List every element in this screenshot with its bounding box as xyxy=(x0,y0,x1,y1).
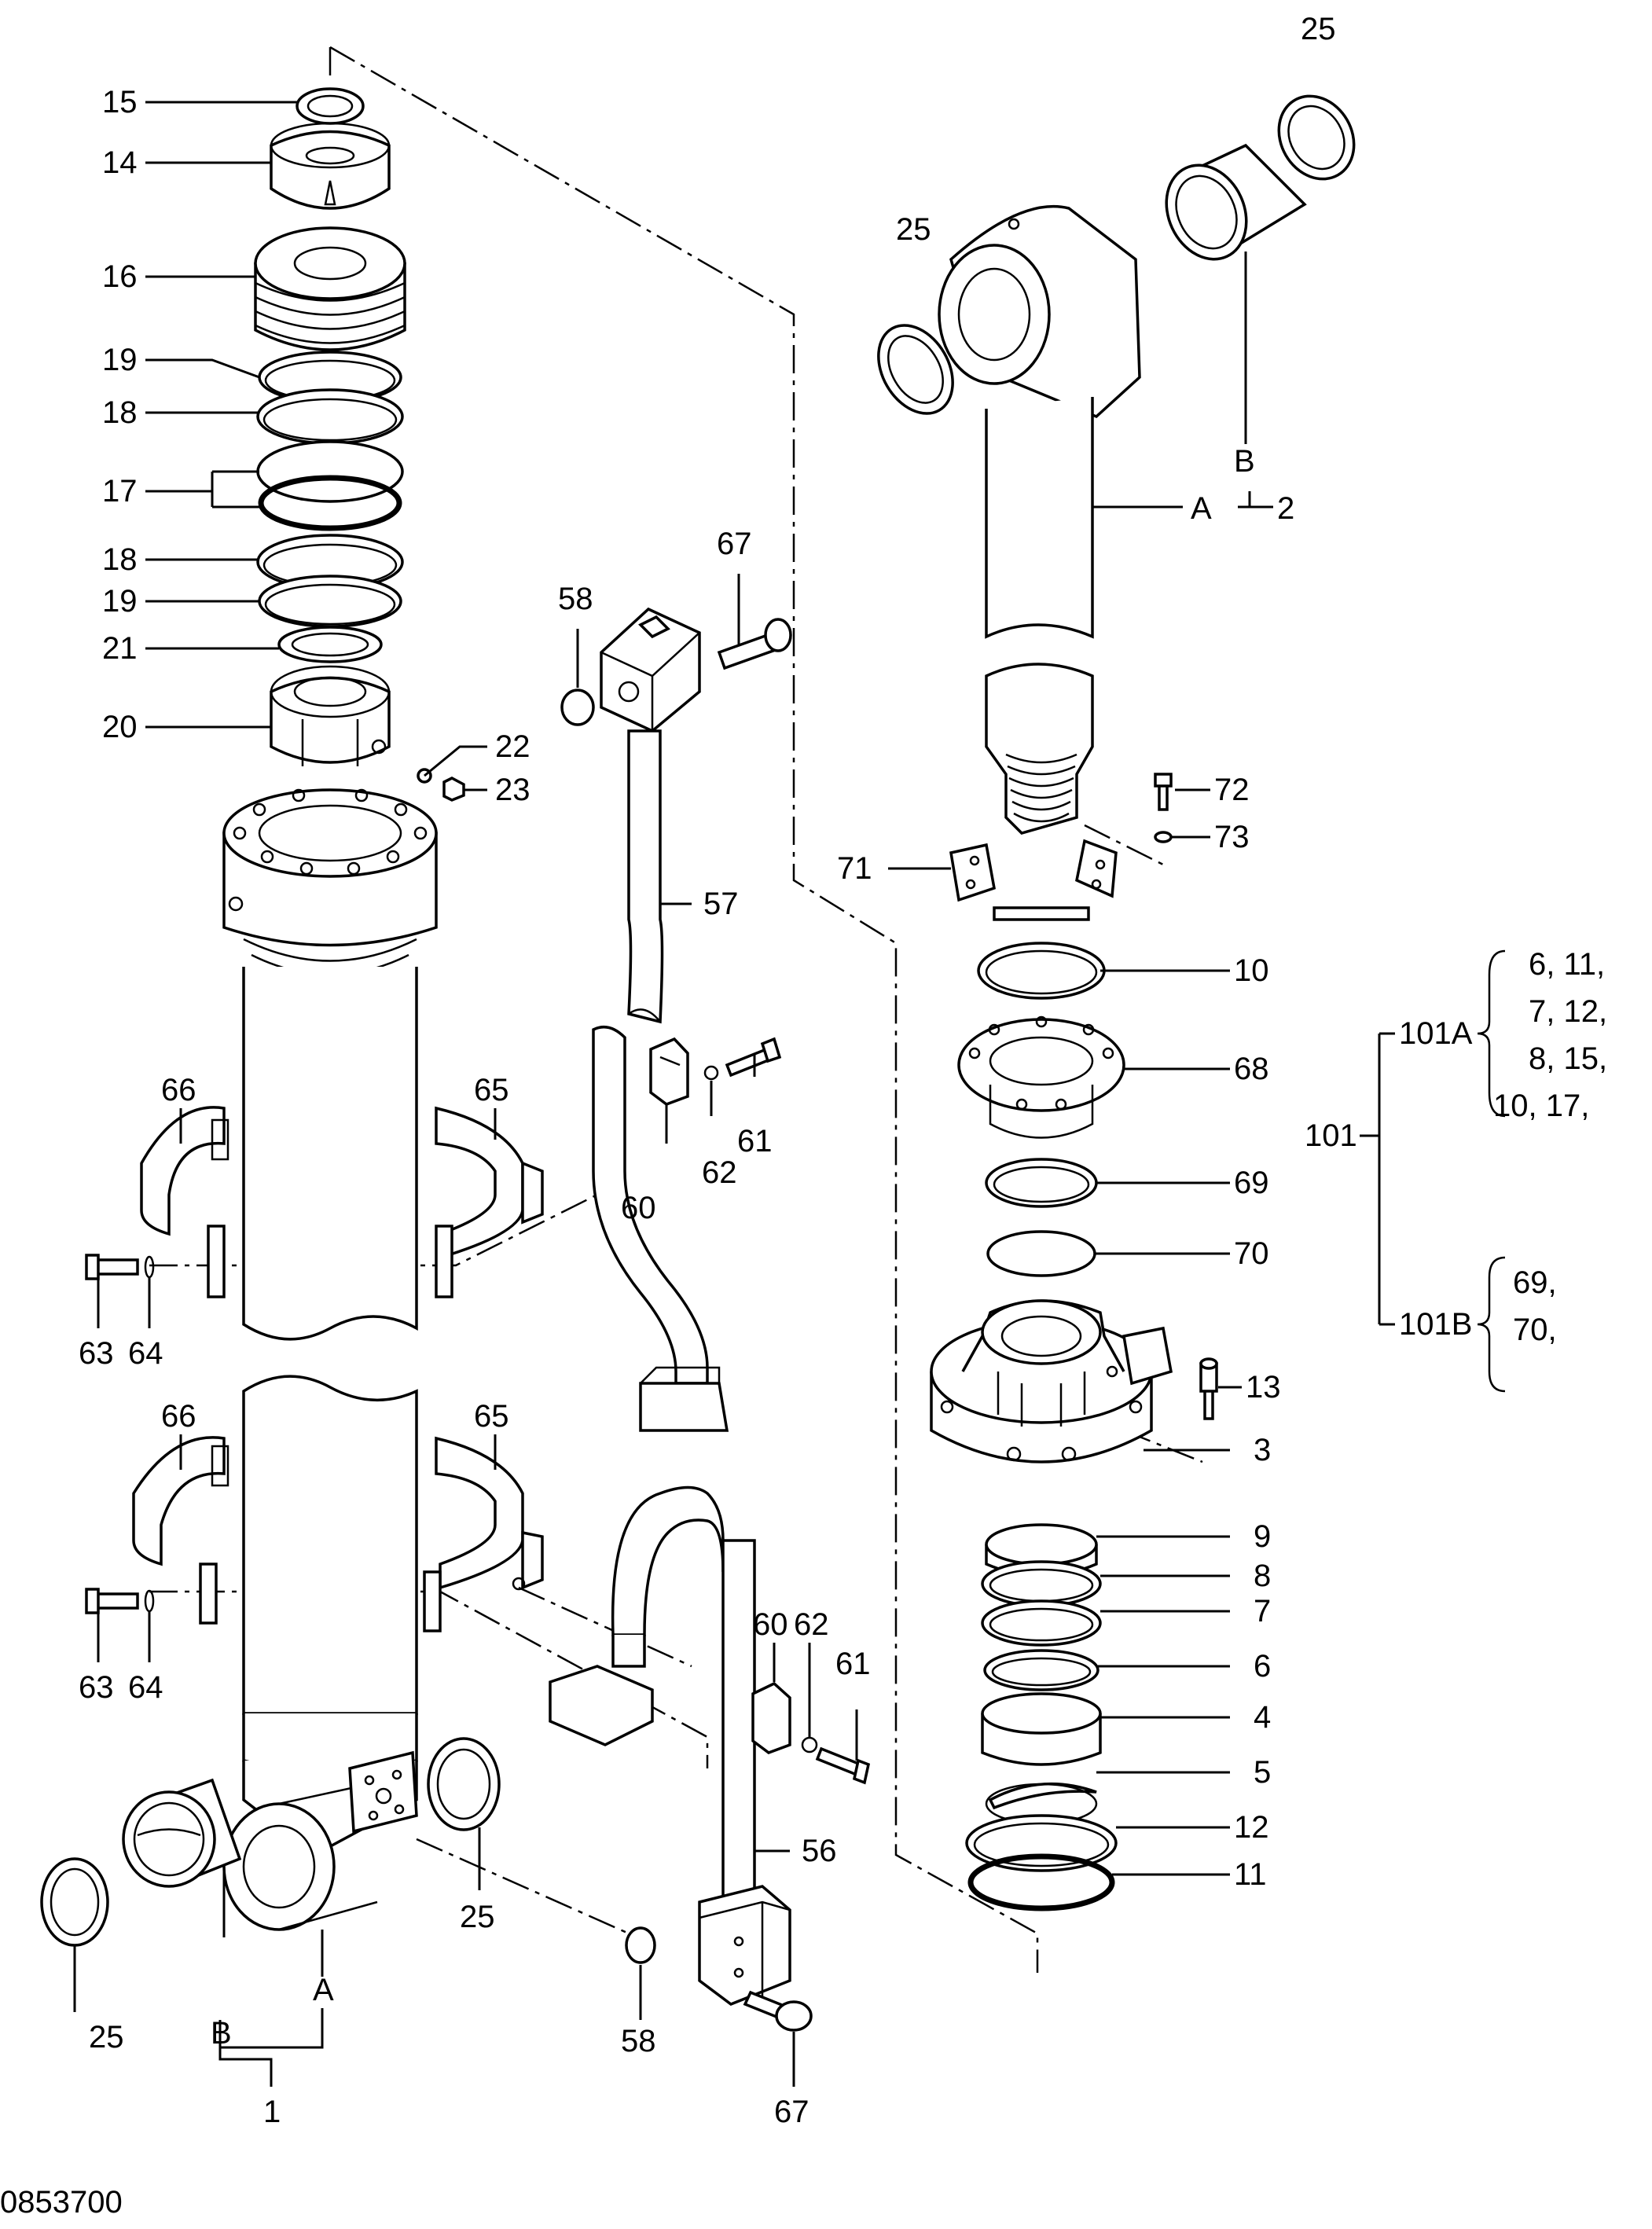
callout-19: 19 xyxy=(102,343,138,377)
callout-23: 23 xyxy=(495,773,530,807)
callout-15: 15 xyxy=(102,85,138,119)
callout-7: 7 xyxy=(1254,1594,1271,1629)
callout-68: 68 xyxy=(1234,1052,1269,1086)
callout-73: 73 xyxy=(1214,820,1250,854)
callout-62: 62 xyxy=(794,1607,829,1642)
callout-62: 62 xyxy=(702,1155,737,1190)
kit-101b-line-1: 69, xyxy=(1513,1265,1557,1300)
callout-63: 63 xyxy=(79,1670,114,1705)
kit-101a-line-4: 10, 17, xyxy=(1493,1089,1589,1123)
callout-10: 10 xyxy=(1234,953,1269,988)
kit-101a-line-1: 6, 11, xyxy=(1529,947,1605,982)
callout-57: 57 xyxy=(703,887,739,921)
callout-60: 60 xyxy=(753,1607,788,1642)
left-cylinder-parts xyxy=(40,87,501,1947)
callout-67: 67 xyxy=(774,2095,809,2129)
callout-labels: 15 14 16 19 18 17 18 19 21 20 22 23 66 6… xyxy=(79,12,1336,2129)
callout-71: 71 xyxy=(837,851,872,886)
callout-60: 60 xyxy=(621,1191,656,1225)
callout-58: 58 xyxy=(558,582,593,616)
clamp-bands xyxy=(85,1106,544,1632)
kit-101a-label: 101A xyxy=(1399,1016,1473,1051)
callout-20: 20 xyxy=(102,710,138,744)
callout-17: 17 xyxy=(102,474,138,509)
callout-8: 8 xyxy=(1254,1559,1271,1593)
callout-61: 61 xyxy=(835,1647,871,1681)
callout-5: 5 xyxy=(1254,1755,1271,1790)
callout-18: 18 xyxy=(102,542,138,577)
hydraulic-pipes xyxy=(549,607,871,2032)
callout-63: 63 xyxy=(79,1336,114,1371)
callout-19: 19 xyxy=(102,584,138,619)
callout-1: 1 xyxy=(263,2095,281,2129)
callout-69: 69 xyxy=(1234,1166,1269,1200)
kit-101b-line-2: 70, xyxy=(1513,1313,1557,1347)
callout-12: 12 xyxy=(1234,1810,1269,1845)
callout-61: 61 xyxy=(737,1124,773,1159)
callout-9: 9 xyxy=(1254,1519,1271,1554)
callout-65: 65 xyxy=(474,1399,509,1434)
callout-B: B xyxy=(1234,444,1255,479)
callout-66: 66 xyxy=(161,1399,196,1434)
callout-25: 25 xyxy=(460,1900,495,1934)
callout-72: 72 xyxy=(1214,773,1250,807)
leader-lines xyxy=(73,101,1506,2087)
callout-22: 22 xyxy=(495,729,530,764)
repair-kit-legend: 101 101A 6, 11, 7, 12, 8, 15, 10, 17, 10… xyxy=(1305,947,1607,1347)
callout-B: B xyxy=(211,2016,232,2051)
callout-56: 56 xyxy=(802,1834,837,1868)
callout-6: 6 xyxy=(1254,1649,1271,1684)
callout-11: 11 xyxy=(1234,1857,1267,1892)
callout-14: 14 xyxy=(102,145,138,180)
callout-A: A xyxy=(1191,491,1212,526)
callout-64: 64 xyxy=(128,1670,163,1705)
callout-25: 25 xyxy=(89,2020,124,2055)
callout-3: 3 xyxy=(1254,1433,1271,1467)
callout-21: 21 xyxy=(102,631,138,666)
callout-64: 64 xyxy=(128,1336,163,1371)
drawing-number: 0853700 xyxy=(0,2185,123,2220)
callout-66: 66 xyxy=(161,1073,196,1107)
callout-2: 2 xyxy=(1277,491,1294,526)
callout-18: 18 xyxy=(102,395,138,430)
kit-101a-line-3: 8, 15, xyxy=(1529,1041,1607,1076)
callout-4: 4 xyxy=(1254,1700,1271,1735)
kit-101a-line-2: 7, 12, xyxy=(1529,994,1607,1029)
callout-16: 16 xyxy=(102,259,138,294)
callout-25: 25 xyxy=(1301,12,1336,46)
kit-101b-label: 101B xyxy=(1399,1307,1472,1342)
callout-A: A xyxy=(313,1973,334,2007)
callout-58: 58 xyxy=(621,2024,656,2058)
callout-13: 13 xyxy=(1246,1370,1281,1405)
kit-101-label: 101 xyxy=(1305,1118,1357,1153)
right-cylinder-parts xyxy=(877,94,1356,1911)
callout-67: 67 xyxy=(717,527,752,561)
callout-65: 65 xyxy=(474,1073,509,1107)
callout-25: 25 xyxy=(896,212,931,247)
callout-70: 70 xyxy=(1234,1236,1269,1271)
